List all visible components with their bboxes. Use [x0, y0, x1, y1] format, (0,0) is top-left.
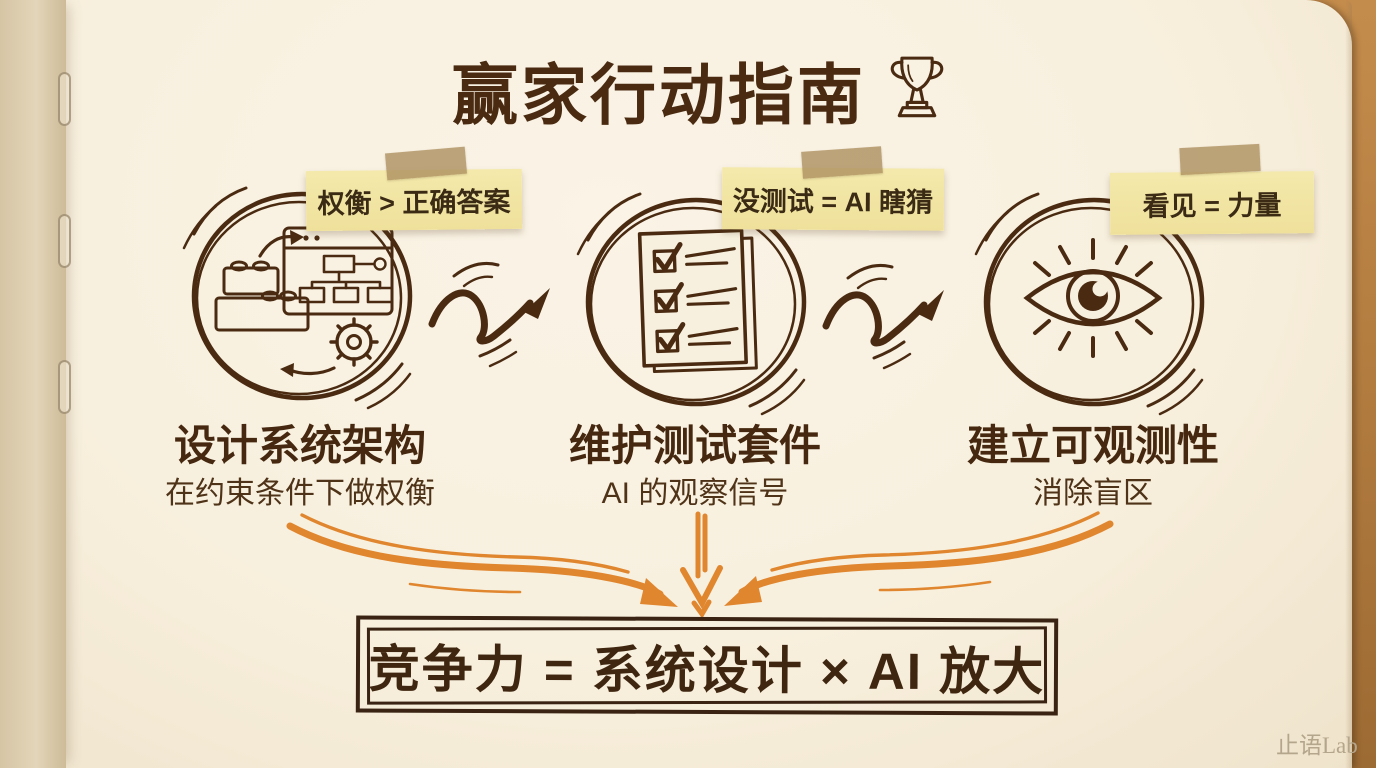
stitch-icon [58, 360, 71, 414]
converging-arrows-icon [250, 510, 1150, 619]
stitch-icon [58, 72, 71, 126]
squiggle-arrow-icon [424, 252, 569, 377]
step3-title: 建立可观测性 [966, 422, 1219, 469]
step2-circle [576, 190, 810, 416]
page-title: 赢家行动指南 [452, 58, 866, 132]
squiggle-arrow-icon [818, 254, 963, 379]
header: 赢家行动指南 [400, 40, 1000, 140]
blocks-architecture-icon [212, 224, 397, 377]
step1-subtitle: 在约束条件下做权衡 [165, 477, 435, 510]
conclusion-formula: 竞争力 = 系统设计 × AI 放大 [368, 640, 1046, 700]
step2-subtitle: AI 的观察信号 [601, 477, 789, 510]
page-spine [0, 0, 66, 768]
trophy-icon [886, 49, 948, 131]
conclusion-box: 竞争力 = 系统设计 × AI 放大 [355, 615, 1059, 716]
watermark: 止语Lab [1276, 733, 1358, 758]
step3-note: 看见 = 力量 [1109, 171, 1315, 235]
stitch-icon [58, 214, 71, 268]
step3-note-text: 看见 = 力量 [1142, 189, 1282, 222]
step1-circle [182, 184, 416, 410]
step1-title: 设计系统架构 [173, 422, 426, 469]
tape-icon [1179, 143, 1261, 176]
checklist-icon [632, 226, 762, 376]
step2-title: 维护测试套件 [568, 422, 821, 469]
step1-note-text: 权衡 > 正确答案 [317, 186, 511, 219]
step2-note: 没测试 = AI 瞎猜 [721, 167, 945, 231]
tape-icon [801, 146, 883, 179]
step2-note-text: 没测试 = AI 瞎猜 [732, 185, 934, 218]
step3-subtitle: 消除盲区 [1033, 477, 1153, 510]
eye-icon [1013, 232, 1173, 368]
step3-circle [974, 190, 1208, 416]
step1-note: 权衡 > 正确答案 [305, 168, 523, 232]
